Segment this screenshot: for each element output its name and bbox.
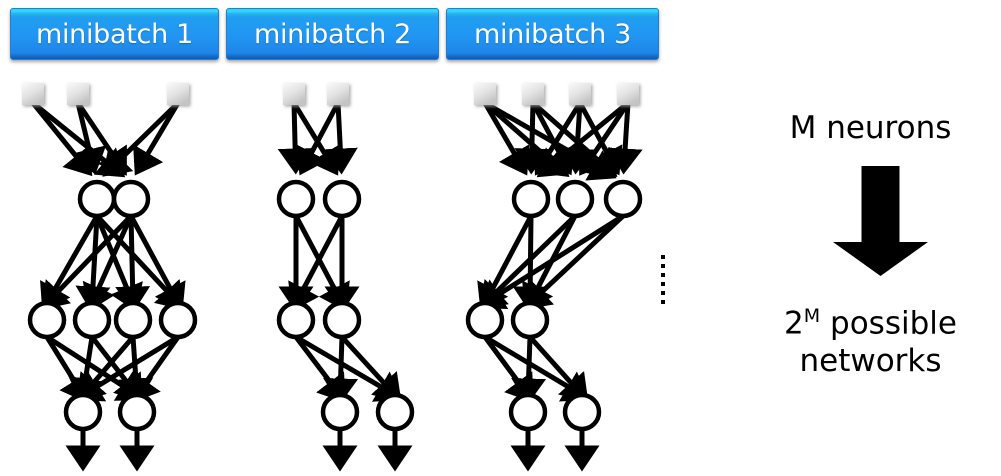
hidden-unit-layer1 — [603, 179, 643, 219]
edge-hidden1-hidden2 — [128, 214, 186, 312]
ellipsis-dot — [661, 264, 665, 268]
edge-hidden1-hidden2 — [523, 214, 625, 310]
edge-input-hidden1 — [72, 102, 107, 175]
formula-base: 2 — [784, 305, 804, 342]
hidden-unit-layer1 — [276, 179, 316, 219]
hidden-unit-layer1 — [77, 179, 117, 219]
input-unit — [67, 83, 89, 105]
edge-hidden2-output — [74, 334, 180, 402]
edge-input-hidden1 — [536, 101, 630, 178]
output-unit — [63, 392, 103, 432]
output-unit — [320, 392, 360, 432]
edge-hidden1-hidden2 — [82, 214, 134, 312]
edge-hidden1-hidden2 — [40, 214, 133, 310]
hidden-unit-layer2 — [276, 300, 316, 340]
formula-exponent: M — [803, 305, 821, 327]
hidden-unit-layer1 — [555, 179, 595, 219]
edge-input-hidden1 — [296, 101, 341, 176]
hidden-unit-layer2 — [113, 300, 153, 340]
hidden-unit-layer2 — [465, 300, 505, 340]
input-unit — [617, 83, 639, 105]
edge-hidden2-output — [323, 336, 359, 405]
edge-hidden2-output — [528, 335, 589, 403]
ellipsis-dot — [661, 255, 665, 259]
minibatch-1-button[interactable]: minibatch 1 — [10, 8, 219, 60]
edge-input-hidden1 — [579, 101, 631, 176]
edge-input-hidden1 — [514, 102, 550, 175]
ellipsis-dot — [661, 300, 665, 304]
down-arrow-icon — [833, 166, 928, 276]
output-unit — [562, 392, 602, 432]
edge-hidden2-output — [131, 335, 181, 403]
edge-hidden2-output — [511, 336, 547, 405]
input-unit — [522, 83, 544, 105]
hidden-unit-layer2 — [510, 300, 550, 340]
edge-hidden2-output — [294, 335, 346, 403]
edge-input-hidden1 — [102, 101, 180, 177]
input-unit — [22, 83, 44, 105]
output-unit — [117, 392, 157, 432]
output-unit — [508, 392, 548, 432]
output-unit — [375, 392, 415, 432]
hidden-unit-layer2 — [72, 300, 112, 340]
hidden-unit-layer1 — [511, 179, 551, 219]
hidden-unit-layer2 — [158, 300, 198, 340]
input-unit — [167, 83, 189, 105]
edge-input-hidden1 — [482, 101, 530, 176]
ellipsis-dot — [661, 282, 665, 286]
input-unit — [474, 83, 496, 105]
edge-hidden1-hidden2 — [288, 214, 345, 312]
edge-input-hidden1 — [607, 102, 643, 175]
hidden-unit-layer2 — [322, 300, 362, 340]
edge-hidden1-hidden2 — [115, 215, 151, 313]
edge-input-hidden1 — [277, 102, 313, 175]
edge-input-hidden1 — [559, 102, 595, 175]
hidden-unit-layer2 — [27, 300, 67, 340]
ellipsis-dot — [661, 273, 665, 277]
edge-input-hidden1 — [133, 101, 181, 176]
edge-hidden1-hidden2 — [476, 213, 625, 310]
ellipsis-dot — [661, 291, 665, 295]
networks-word: networks — [799, 343, 942, 380]
hidden-unit-layer1 — [322, 179, 362, 219]
hidden-unit-layer1 — [111, 179, 151, 219]
minibatch-3-button[interactable]: minibatch 3 — [446, 8, 659, 60]
possible-networks-label: 2M possible networks — [740, 305, 1001, 381]
m-neurons-label: M neurons — [789, 110, 952, 146]
formula-rest: possible — [820, 305, 957, 342]
edge-hidden2-output — [482, 335, 534, 403]
minibatch-2-button[interactable]: minibatch 2 — [226, 8, 439, 60]
edge-hidden2-output — [340, 335, 402, 403]
input-unit — [283, 83, 305, 105]
input-unit — [569, 83, 591, 105]
edge-input-hidden1 — [322, 102, 358, 175]
input-unit — [327, 83, 349, 105]
